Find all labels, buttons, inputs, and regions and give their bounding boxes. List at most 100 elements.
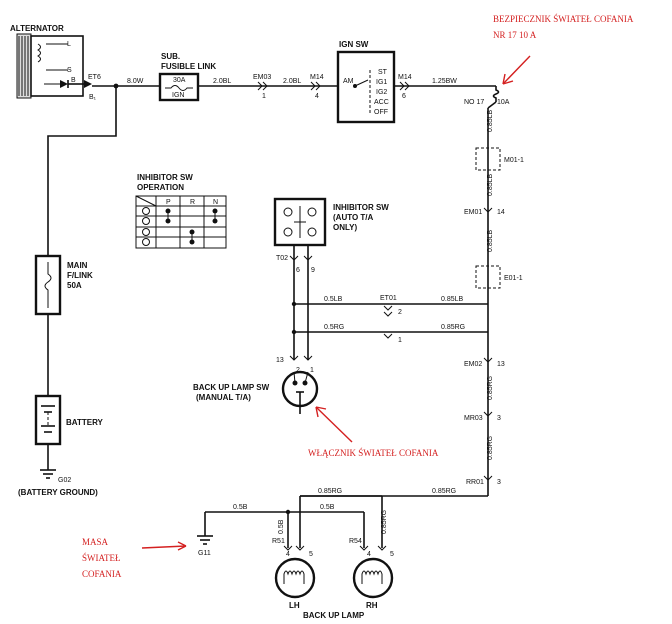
inhibitor-op-title: INHIBITOR SW	[137, 173, 193, 182]
alt-terminal-b: B	[71, 77, 76, 84]
wire-label-085lb-c: 0.85LB	[487, 229, 494, 252]
pin-label: 4	[367, 551, 371, 558]
et6-label: ET6	[88, 74, 101, 81]
pin-label: 5	[309, 551, 313, 558]
pin-label: 13	[497, 361, 505, 368]
fuse-note-line1: BEZPIECZNIK ŚWIATEŁ COFANIA	[493, 14, 634, 24]
et01-label: ET01	[380, 295, 397, 302]
e01-connector	[475, 265, 501, 289]
rr01-label: RR01	[466, 479, 484, 486]
lamp-rh-label: RH	[366, 601, 378, 610]
wire-label-085rg-e: 0.85RG	[432, 488, 456, 495]
wire-label-085lb-d: 0.85LB	[441, 296, 464, 303]
e01-label: E01-1	[504, 275, 523, 282]
fuse-symbol	[165, 85, 193, 91]
wire-label-20bl-b: 2.0BL	[283, 78, 301, 85]
ign-pos-ig1: IG1	[376, 79, 387, 86]
wire-label-05b-c: 0.5B	[278, 519, 285, 534]
main-link-symbol	[44, 262, 52, 308]
ground-note-line3: COFANIA	[82, 569, 122, 579]
back-up-lamp-sw-sub: (MANUAL T/A)	[196, 393, 251, 402]
ground-note-line1: MASA	[82, 537, 109, 547]
alt-terminal-l: L	[67, 41, 71, 48]
inhibitor-col-n: N	[213, 199, 218, 206]
pin-label: 5	[390, 551, 394, 558]
ign-contact	[354, 79, 369, 87]
wire-label-20bl-a: 2.0BL	[213, 78, 231, 85]
wire-label-085rg-b: 0.85RG	[487, 376, 494, 400]
alt-terminal-s: S	[67, 67, 72, 74]
r51-label: R51	[272, 538, 285, 545]
main-link-sub: F/LINK	[67, 271, 93, 280]
ground-symbol-g02	[40, 469, 56, 479]
wire-label-05b: 0.5B	[233, 504, 248, 511]
em02-label: EM02	[464, 361, 482, 368]
main-link-label: MAIN	[67, 261, 88, 270]
wire-label-085rg-c: 0.85RG	[487, 436, 494, 460]
inhibitor-sw-sub1: (AUTO T/A	[333, 213, 374, 222]
ign-pos-ig2: IG2	[376, 89, 387, 96]
pin-label: 4	[286, 551, 290, 558]
g11-label: G11	[198, 550, 211, 557]
g02-label: G02	[58, 477, 71, 484]
pin-label: 2	[398, 309, 402, 316]
pin-label: 6	[402, 93, 406, 100]
main-link-rating: 50A	[67, 281, 82, 290]
wire-label-05lb: 0.5LB	[324, 296, 343, 303]
mr03-label: MR03	[464, 415, 483, 422]
inhibitor-col-r: R	[190, 199, 195, 206]
back-up-lamp-sw-label: BACK UP LAMP SW	[193, 383, 270, 392]
wire-label-05b-b: 0.5B	[320, 504, 335, 511]
ign-sw-box	[336, 50, 396, 124]
inhibitor-op-table	[135, 195, 227, 249]
inhibitor-sw-label: INHIBITOR SW	[333, 203, 389, 212]
lamp-filament-rh	[361, 570, 383, 584]
pin-label: 1	[310, 367, 314, 374]
pin-label: 14	[497, 209, 505, 216]
alternator	[16, 33, 84, 99]
wire-label-085rg-d: 0.85RG	[318, 488, 342, 495]
wire-label-05rg: 0.5RG	[324, 324, 344, 331]
m01-label: M01-1	[504, 157, 524, 164]
pin-label: 2	[296, 367, 300, 374]
r54-label: R54	[349, 538, 362, 545]
fuse-no17	[492, 86, 500, 102]
pin-label: 1	[262, 93, 266, 100]
switch-note: WŁĄCZNIK ŚWIATEŁ COFANIA	[308, 448, 439, 458]
wire-label-085rg: 0.85RG	[441, 324, 465, 331]
alt-terminal-b1: B₁	[89, 94, 97, 101]
ground-note-arrow	[141, 541, 187, 551]
lamp-rh	[352, 557, 394, 599]
inhibitor-op-subtitle: OPERATION	[137, 183, 184, 192]
wire-label-085rg-f: 0.85RG	[381, 510, 388, 534]
pin-label: 3	[497, 415, 501, 422]
fuse-note-arrow	[502, 55, 531, 85]
lamp-filament-lh	[283, 570, 305, 584]
fuse-30a-label: 30A	[173, 77, 186, 84]
wire-label-8ow: 8.0W	[127, 78, 144, 85]
lamp-lh	[274, 557, 316, 599]
em01-label: EM01	[464, 209, 482, 216]
wire-main-left	[47, 86, 117, 256]
ground-symbol-g11	[197, 535, 213, 545]
et6-connector	[84, 80, 92, 88]
m01-connector	[475, 147, 501, 171]
ign-pos-off: OFF	[374, 109, 388, 116]
alternator-label: ALTERNATOR	[10, 24, 64, 33]
fuse-ign-label: IGN	[172, 92, 184, 99]
battery-label: BATTERY	[66, 418, 104, 427]
fusible-link-label: FUSIBLE LINK	[161, 62, 216, 71]
sub-label: SUB.	[161, 52, 180, 61]
fuse-no17-label: NO 17	[464, 99, 484, 106]
wire-label-085lb-b: 0.85LB	[487, 173, 494, 196]
pin-label: 9	[311, 267, 315, 274]
ground-note-line2: ŚWIATEŁ	[82, 553, 121, 563]
sub-fusible-link-box	[158, 72, 200, 102]
wire-label-085lb: 0.85LB	[487, 109, 494, 132]
wire-label-125bw: 1.25BW	[432, 78, 457, 85]
fuse-rating-label: 10A	[497, 99, 510, 106]
ign-sw-label: IGN SW	[339, 40, 369, 49]
connector-label-em03: EM03	[253, 74, 271, 81]
ign-pos-st: ST	[378, 69, 388, 76]
